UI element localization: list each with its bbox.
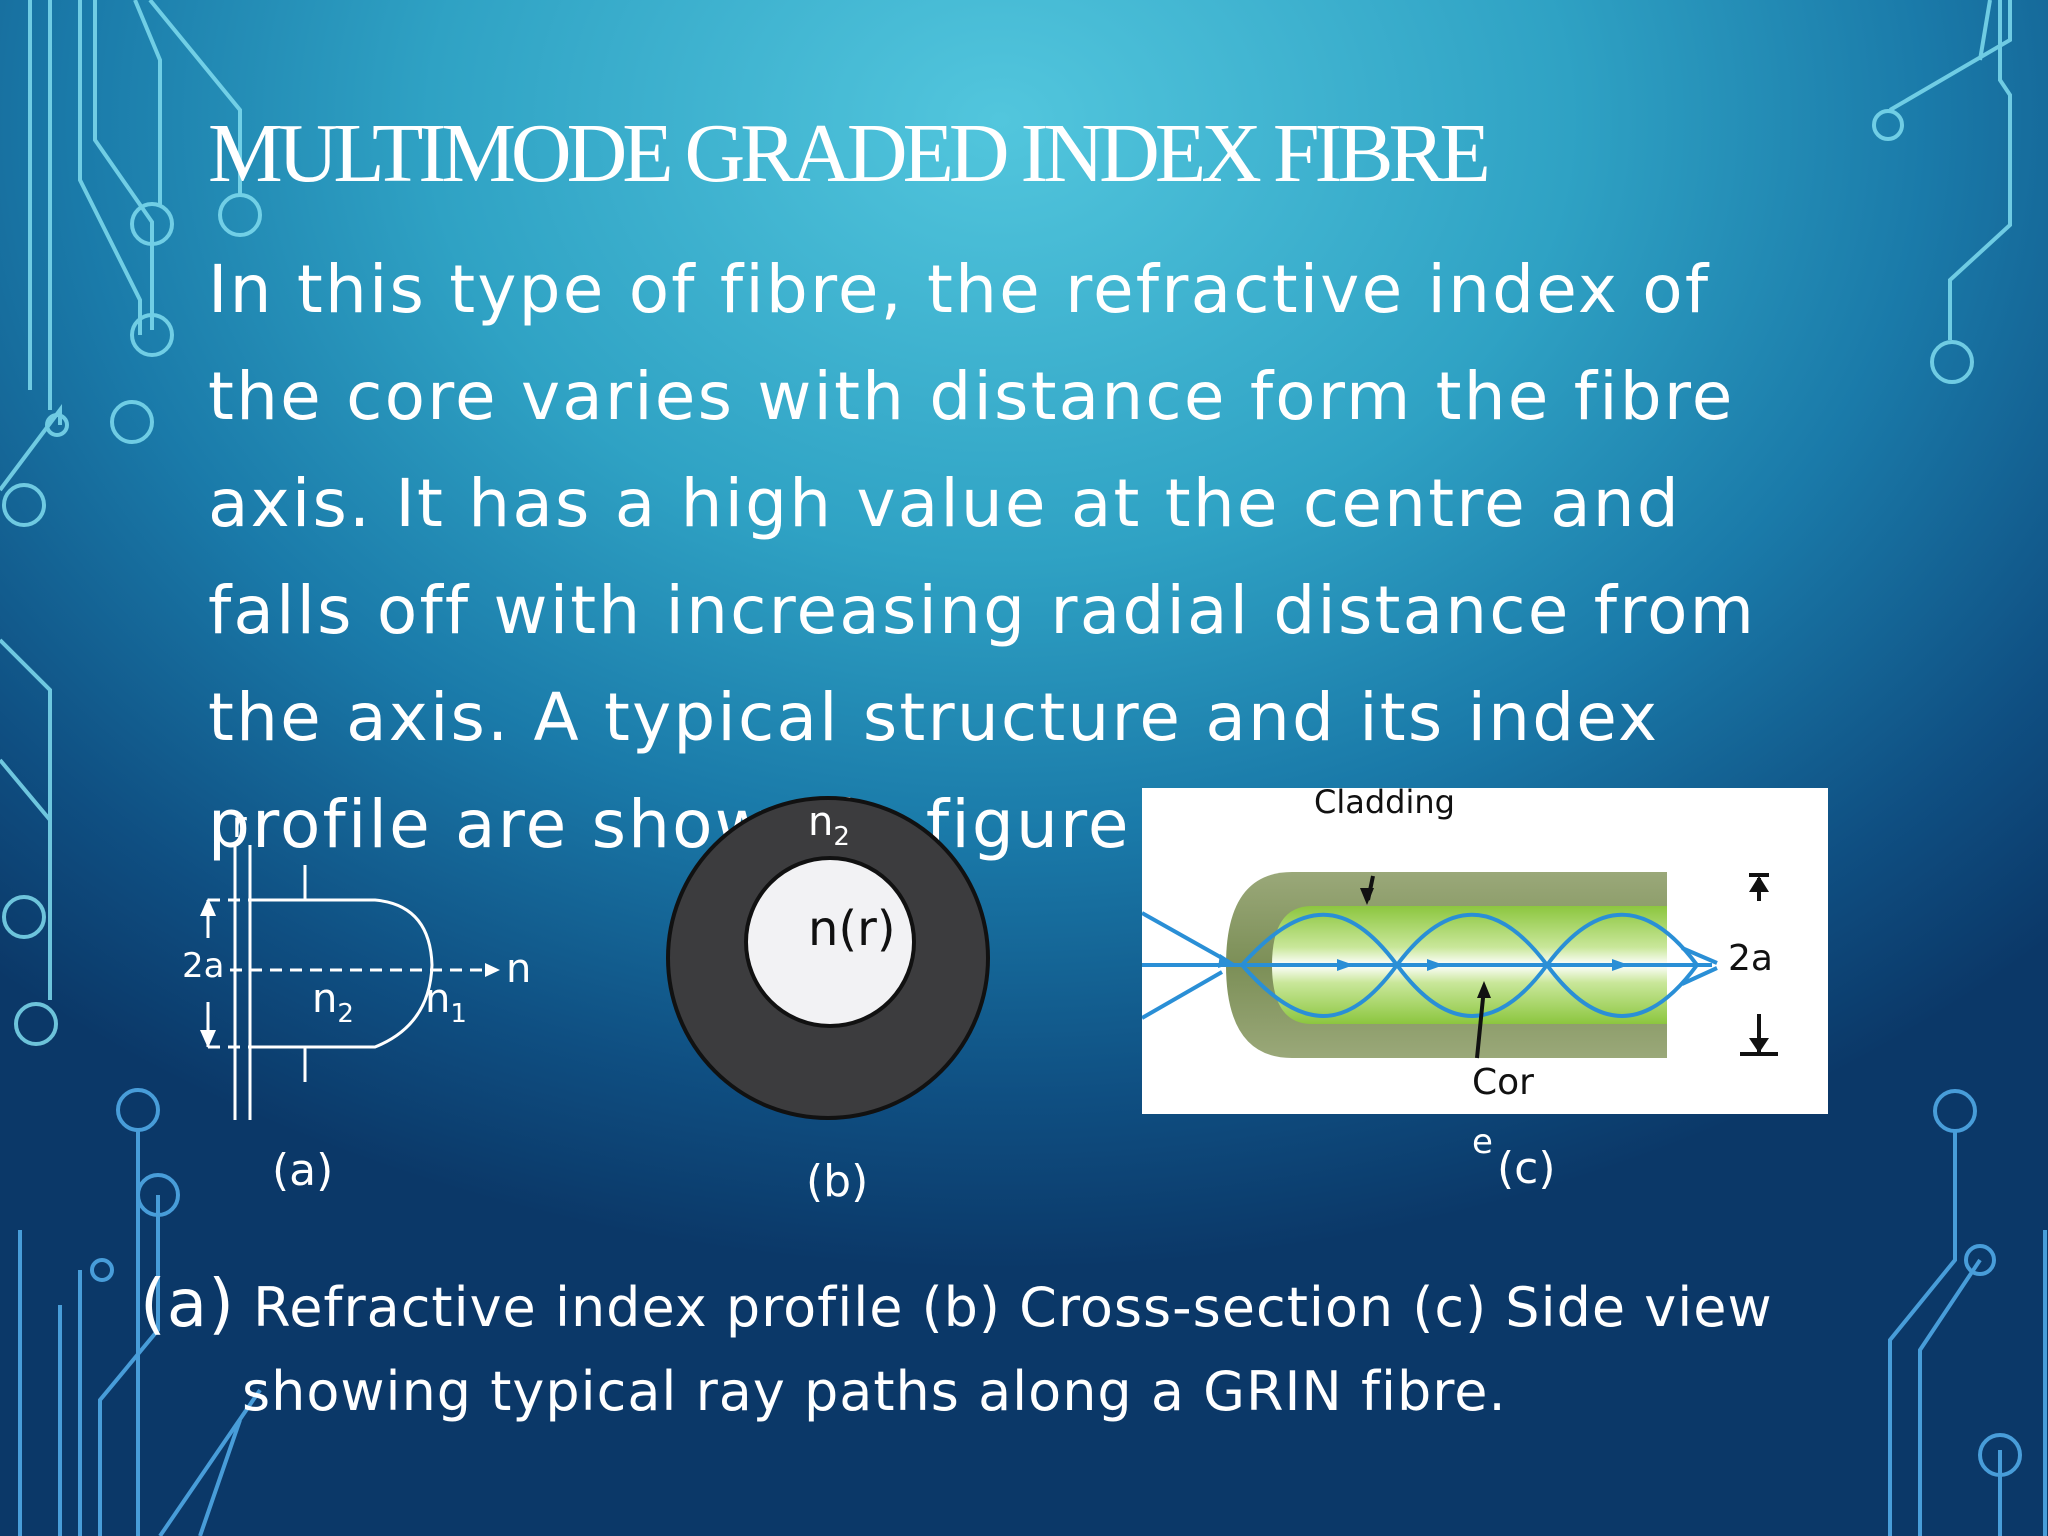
label-n1: n: [425, 976, 450, 1022]
caption-line-1: Refractive index profile (b) Cross-secti…: [234, 1276, 1773, 1339]
core-disc: [744, 856, 916, 1028]
slide-title: MULTIMODE GRADED INDEX FIBRE: [208, 107, 1491, 200]
figure-b-caption: (b): [806, 1156, 869, 1207]
body-line-6: profile are shown in figure: [208, 786, 1131, 863]
body-paragraph: In this type of fibre, the refractive in…: [208, 236, 1848, 878]
label-n2-sub: 2: [337, 999, 354, 1029]
figure-b-cross-section: n2 n(r): [666, 796, 990, 1120]
label-2a: 2a: [182, 946, 224, 986]
body-line-4: falls off with increasing radial distanc…: [208, 572, 1757, 649]
body-line-1: In this type of fibre, the refractive in…: [208, 251, 1711, 328]
svg-text:n2: n2: [312, 976, 354, 1029]
body-line-2: the core varies with distance form the f…: [208, 358, 1735, 435]
caption-lead: (a): [140, 1265, 235, 1342]
figure-c-side-view: Cladding 2a Cor: [1142, 788, 1828, 1114]
label-core-continued: e: [1472, 1122, 1493, 1162]
caption-line-2: showing typical ray paths along a GRIN f…: [242, 1360, 1507, 1423]
label-n2: n: [808, 799, 833, 845]
body-line-5: the axis. A typical structure and its in…: [208, 679, 1660, 756]
label-n: n: [506, 946, 530, 992]
label-n2: n: [312, 976, 337, 1022]
figure-a-caption: (a): [272, 1145, 334, 1196]
label-cladding: Cladding: [1314, 788, 1455, 821]
figure-caption: (a) Refractive index profile (b) Cross-s…: [140, 1262, 2020, 1434]
figure-a-index-profile: r 2a n n2 n1: [182, 805, 530, 1120]
body-line-3: axis. It has a high value at the centre …: [208, 465, 1681, 542]
profile-step-top: [250, 865, 307, 902]
profile-curve: [305, 898, 434, 1049]
figure-c-caption: (c): [1497, 1143, 1556, 1194]
svg-text:n1: n1: [425, 976, 467, 1029]
label-n1-sub: 1: [450, 999, 467, 1029]
label-2a: 2a: [1728, 938, 1773, 979]
label-n2-sub: 2: [833, 822, 850, 852]
label-n-r: n(r): [808, 901, 896, 957]
label-r: r: [232, 805, 247, 846]
label-core: Cor: [1472, 1062, 1534, 1103]
svg-text:n2: n2: [808, 799, 850, 852]
profile-step-bottom: [250, 1045, 307, 1082]
